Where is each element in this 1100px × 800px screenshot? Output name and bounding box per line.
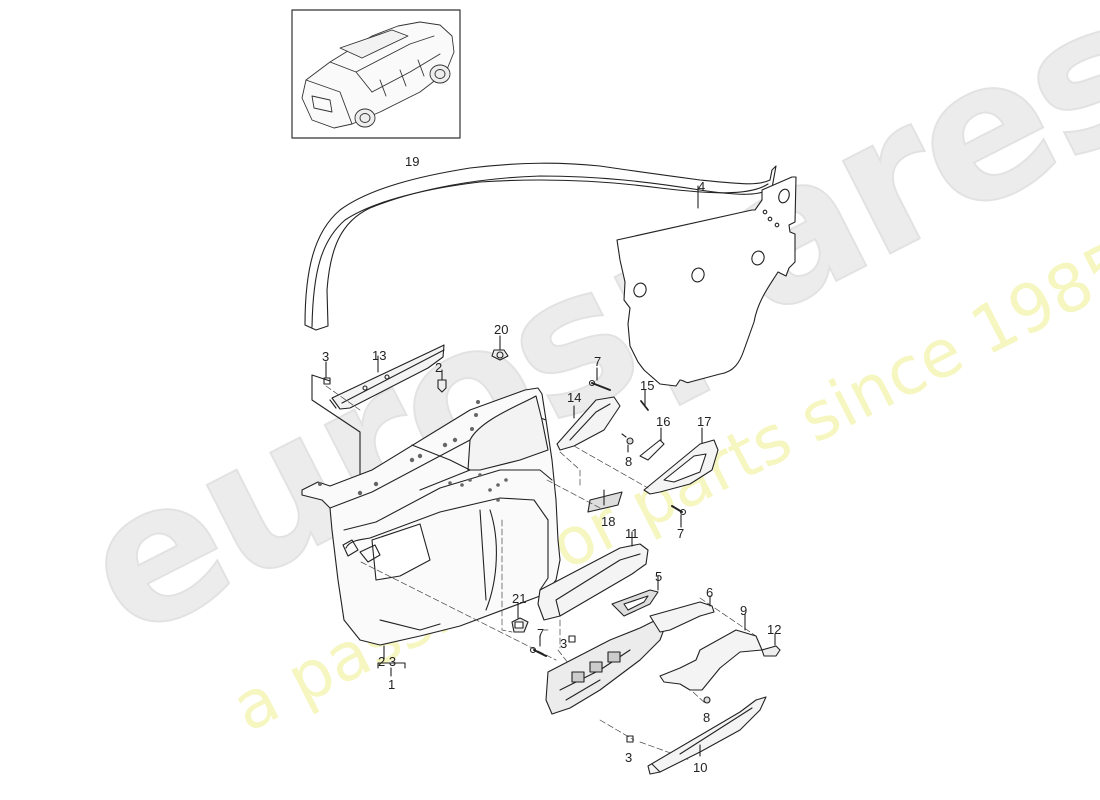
- callout-c3c[interactable]: 3: [625, 750, 633, 765]
- callout-c14[interactable]: 14: [567, 390, 582, 405]
- part-5-switch-bezel: [611, 575, 659, 617]
- callout-c5[interactable]: 5: [655, 569, 663, 584]
- callout-c20[interactable]: 20: [494, 322, 509, 337]
- part-20-rivet: [491, 335, 509, 361]
- callout-c9[interactable]: 9: [740, 603, 748, 618]
- part-8-screw: [621, 433, 634, 453]
- callout-c1[interactable]: 1: [388, 677, 396, 692]
- callout-c23[interactable]: 2 3: [378, 654, 397, 669]
- callout-c21[interactable]: 21: [512, 591, 527, 606]
- part-1-door-panel: [301, 387, 561, 677]
- part-21-lock-bezel: [511, 602, 529, 633]
- part-14-handle-bracket: [556, 396, 621, 451]
- part-7-screw-c: [529, 635, 547, 657]
- part-3-clip-c: [626, 735, 634, 743]
- callout-c7b[interactable]: 7: [677, 526, 685, 541]
- panel-clip-holes: [318, 400, 508, 502]
- switch-carrier: [545, 617, 667, 715]
- part-9-grab-handle: [649, 595, 763, 691]
- car-icon: [301, 21, 455, 129]
- part-4-vapor-barrier: [616, 176, 797, 387]
- part-13-trim-strip: [329, 344, 445, 410]
- callout-c2[interactable]: 2: [435, 360, 443, 375]
- part-11-armrest: [537, 531, 649, 621]
- callout-c8a[interactable]: 8: [625, 454, 633, 469]
- part-8-screw-b: [703, 696, 711, 704]
- part-2-clip: [437, 369, 447, 393]
- part-19-window-trim: [304, 162, 777, 331]
- callout-c3a[interactable]: 3: [322, 349, 330, 364]
- callout-c17[interactable]: 17: [697, 414, 712, 429]
- part-16-cover-cap: [639, 427, 665, 461]
- callout-c19[interactable]: 19: [405, 154, 420, 169]
- part-10-lower-trim: [647, 696, 767, 775]
- part-3-clip-b: [568, 635, 576, 643]
- callout-c15[interactable]: 15: [640, 378, 655, 393]
- callout-c10[interactable]: 10: [693, 760, 708, 775]
- callout-c16[interactable]: 16: [656, 414, 671, 429]
- part-7-screw-b: [671, 505, 687, 528]
- callout-c8b[interactable]: 8: [703, 710, 711, 725]
- part-12-end-cap: [761, 633, 781, 657]
- callout-c6[interactable]: 6: [706, 585, 714, 600]
- part-7-screw: [588, 367, 611, 391]
- callout-c13[interactable]: 13: [372, 348, 387, 363]
- callout-c4[interactable]: 4: [698, 179, 706, 194]
- part-17-handle-bezel: [643, 427, 719, 495]
- callout-c7a[interactable]: 7: [594, 354, 602, 369]
- callout-c3b[interactable]: 3: [560, 636, 568, 651]
- callout-c11[interactable]: 11: [625, 526, 639, 541]
- callout-c7c[interactable]: 7: [537, 626, 545, 641]
- part-15-screw: [640, 389, 649, 411]
- leader-lines: [325, 385, 757, 761]
- part-3-clip: [311, 361, 361, 501]
- callout-c12[interactable]: 12: [767, 622, 782, 637]
- callout-c18[interactable]: 18: [601, 514, 616, 529]
- vehicle-thumbnail: [291, 9, 461, 139]
- part-18-badge: [587, 489, 623, 513]
